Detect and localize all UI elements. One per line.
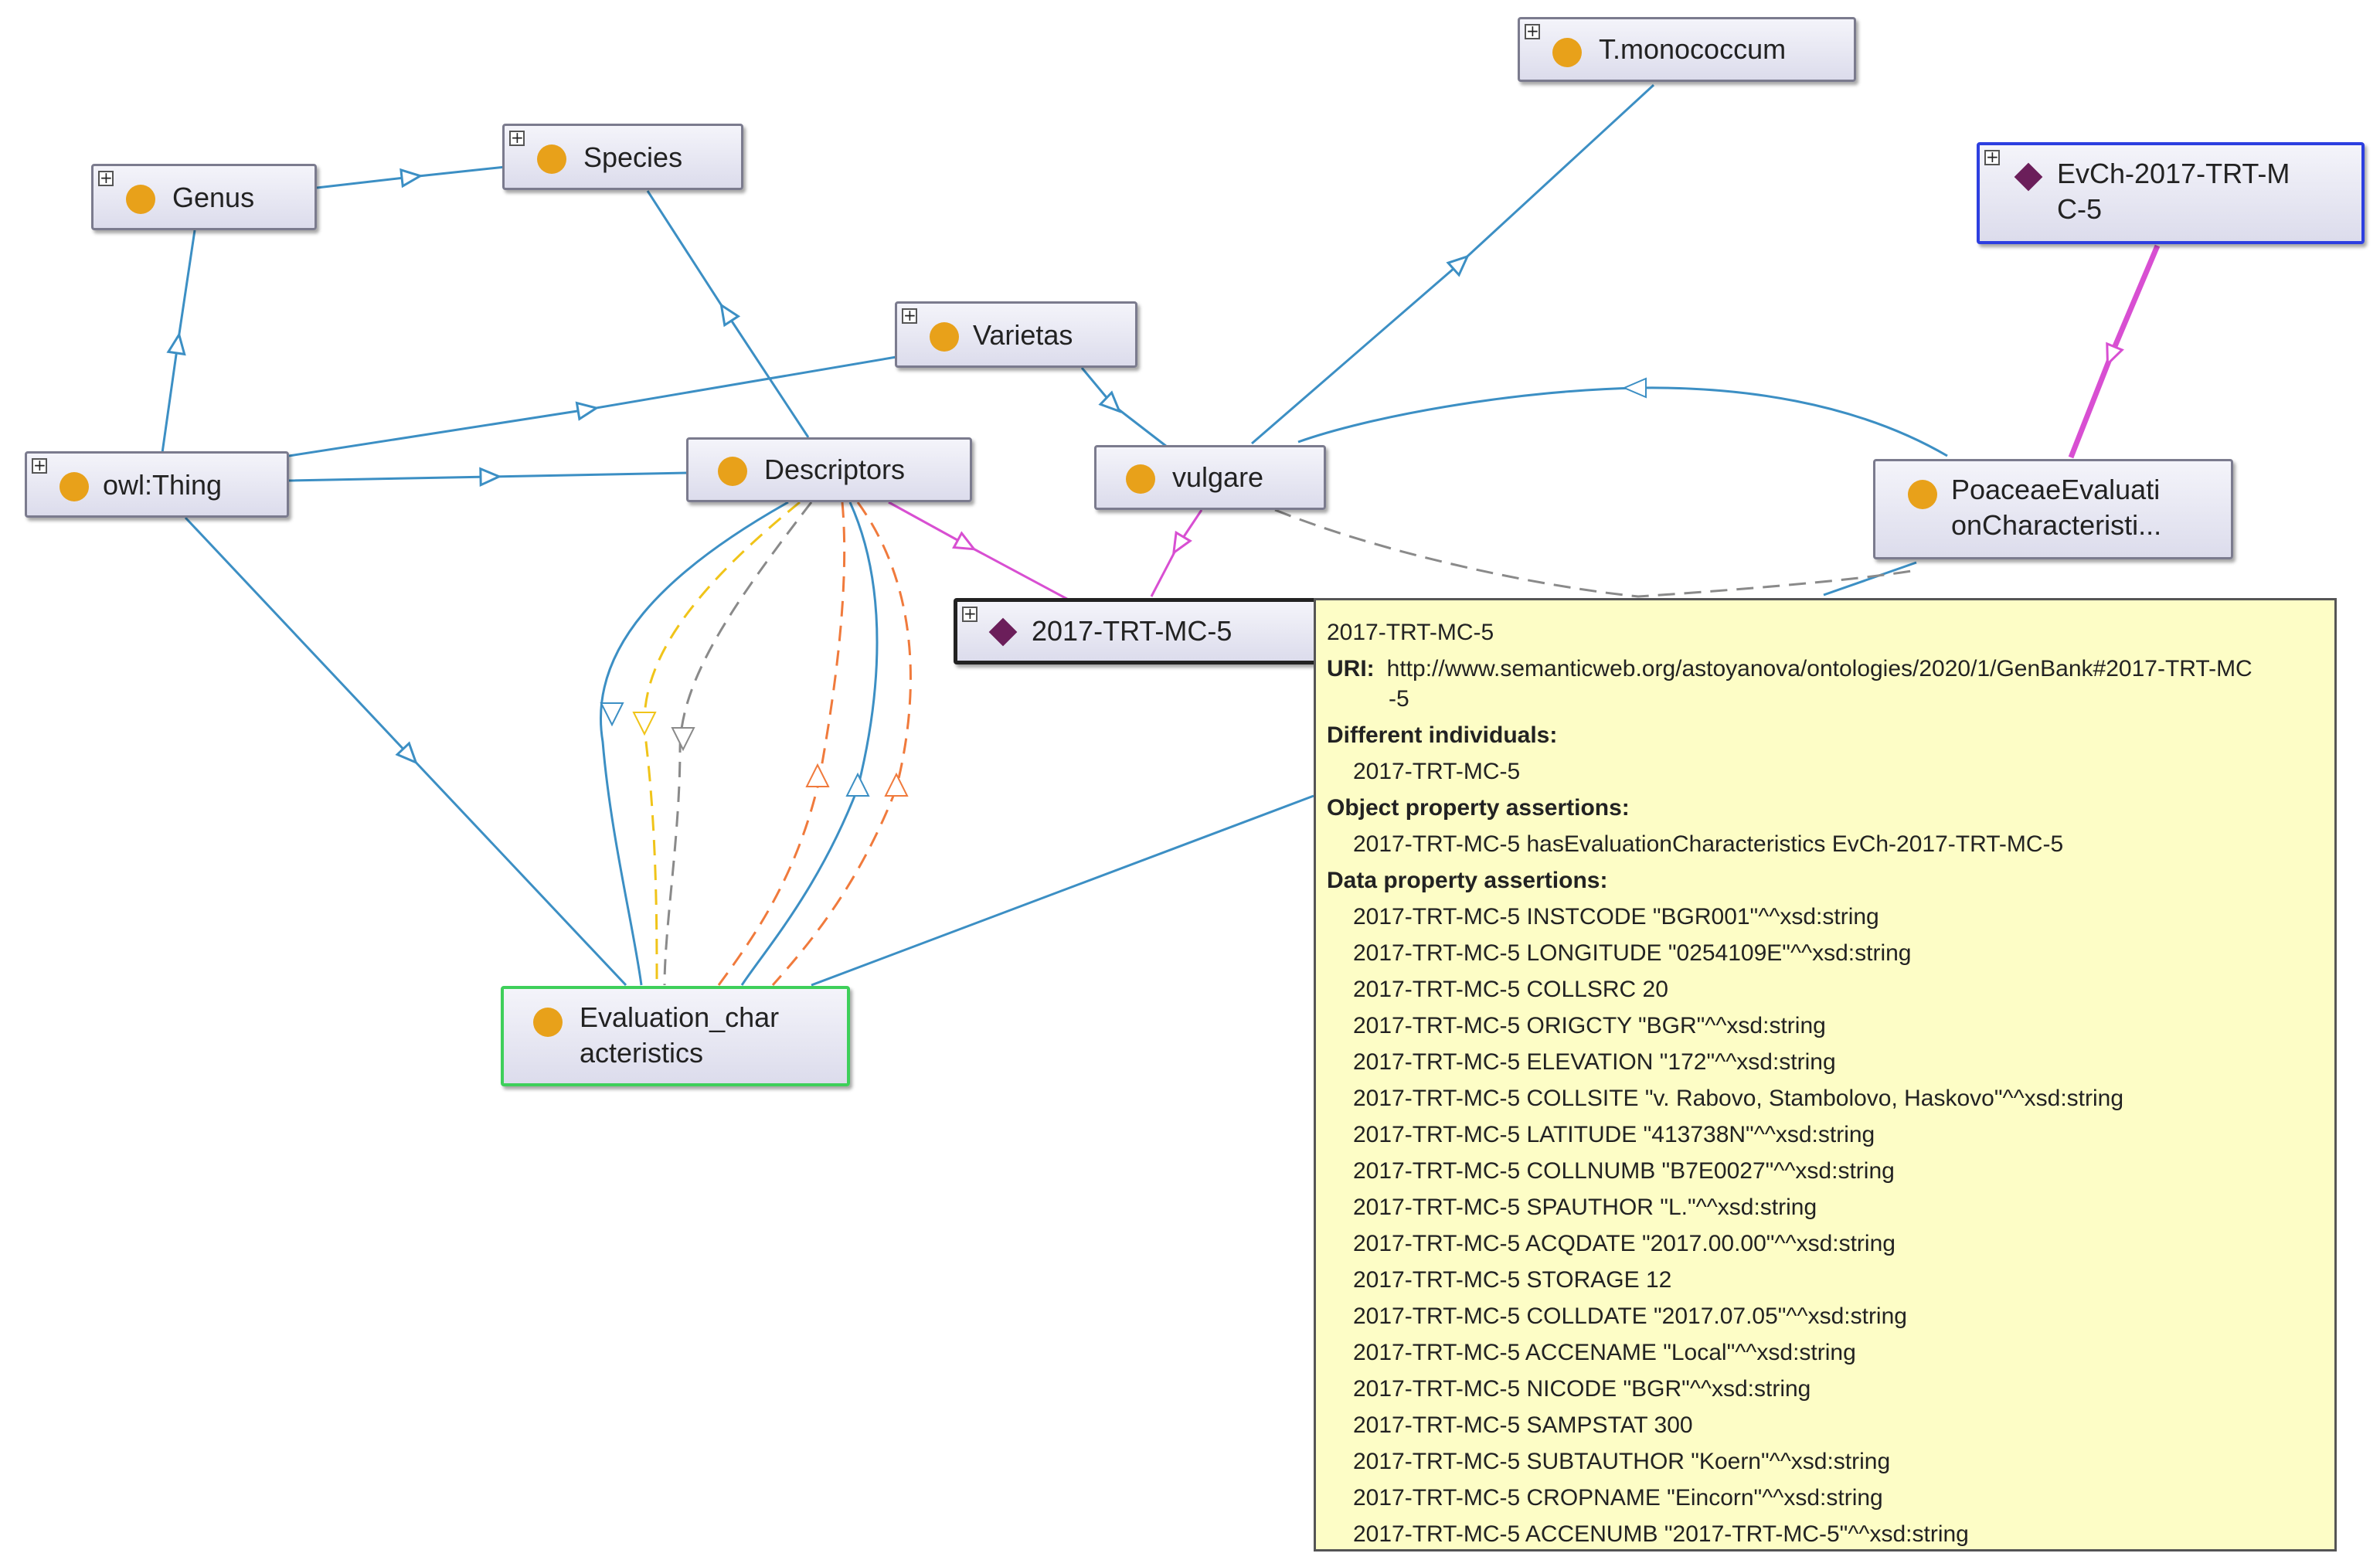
edge-desc-eval-gray: [663, 501, 813, 986]
expand-icon[interactable]: +: [98, 168, 114, 187]
individual-icon: [988, 617, 1018, 647]
edge-genus-species: [316, 165, 506, 189]
data-property-item: 2017-TRT-MC-5 STORAGE 12: [1353, 1267, 1672, 1293]
individual-node-2017-trt-mc-5[interactable]: + 2017-TRT-MC-5: [954, 598, 1324, 664]
data-property-item: 2017-TRT-MC-5 LONGITUDE "0254109E"^^xsd:…: [1353, 940, 1912, 966]
different-individual-item: 2017-TRT-MC-5: [1353, 759, 1521, 784]
edge-poaceae-vulgare: [1297, 386, 1948, 457]
node-label: Species: [583, 141, 683, 173]
class-icon: [1908, 480, 1937, 509]
class-node-genus[interactable]: + Genus: [91, 164, 317, 230]
data-property-item: 2017-TRT-MC-5 ACCENUMB "2017-TRT-MC-5"^^…: [1353, 1521, 1969, 1547]
expand-icon[interactable]: +: [1984, 148, 2000, 166]
data-property-item: 2017-TRT-MC-5 SUBTAUTHOR "Koern"^^xsd:st…: [1353, 1449, 1891, 1474]
class-node-owl-thing[interactable]: + owl:Thing: [25, 451, 289, 518]
data-property-item: 2017-TRT-MC-5 CROPNAME "Eincorn"^^xsd:st…: [1353, 1485, 1883, 1511]
data-property-item: 2017-TRT-MC-5 COLLDATE "2017.07.05"^^xsd…: [1353, 1303, 1907, 1329]
edge-vulgare-individual: [1150, 509, 1203, 597]
edge-evch-poaceae: [2068, 244, 2161, 459]
node-label: T.monococcum: [1599, 33, 1787, 65]
expand-icon[interactable]: +: [902, 306, 917, 325]
edge-desc-eval-yellow: [643, 501, 801, 986]
object-property-list: 2017-TRT-MC-5 hasEvaluationCharacteristi…: [1327, 826, 2324, 862]
data-property-list: 2017-TRT-MC-5 INSTCODE "BGR001"^^xsd:str…: [1327, 899, 2324, 1549]
data-property-heading: Data property assertions:: [1327, 868, 1608, 893]
edge-owlthing-descriptors: [288, 473, 688, 481]
edge-desc-eval-orange1: [717, 501, 846, 986]
edge-poaceae-down: [1823, 561, 1917, 596]
node-label: 2017-TRT-MC-5: [1032, 615, 1232, 647]
edge-owlthing-evaluation: [184, 516, 627, 987]
edge-desc-eval-blue1: [599, 501, 789, 986]
data-property-item: 2017-TRT-MC-5 NICODE "BGR"^^xsd:string: [1353, 1376, 1811, 1402]
object-property-item: 2017-TRT-MC-5 hasEvaluationCharacteristi…: [1353, 831, 2064, 857]
node-label: owl:Thing: [103, 469, 223, 501]
edge-varietas-vulgare: [1080, 367, 1168, 448]
data-property-item: 2017-TRT-MC-5 SPAUTHOR "L."^^xsd:string: [1353, 1195, 1817, 1220]
expand-icon[interactable]: +: [32, 456, 47, 474]
class-icon: [126, 185, 155, 214]
class-node-descriptors[interactable]: Descriptors: [686, 437, 972, 502]
class-icon: [60, 472, 89, 501]
data-property-item: 2017-TRT-MC-5 INSTCODE "BGR001"^^xsd:str…: [1353, 904, 1879, 930]
edge-vulgare-tmonococcum: [1251, 83, 1655, 445]
different-individuals-heading: Different individuals:: [1327, 722, 1558, 748]
individual-icon: [2014, 162, 2043, 192]
edge-owlthing-genus: [161, 229, 196, 454]
class-node-species[interactable]: + Species: [502, 124, 743, 190]
tooltip-uri: URI: http://www.semanticweb.org/astoyanov…: [1327, 651, 2324, 687]
class-icon: [537, 144, 566, 174]
data-property-item: 2017-TRT-MC-5 COLLSRC 20: [1353, 977, 1668, 1002]
edge-vulgare-dashed: [1274, 508, 1917, 598]
data-property-item: 2017-TRT-MC-5 COLLSITE "v. Rabovo, Stamb…: [1353, 1086, 2124, 1111]
class-node-t-monococcum[interactable]: + T.monococcum: [1518, 17, 1856, 82]
data-property-item: 2017-TRT-MC-5 ELEVATION "172"^^xsd:strin…: [1353, 1049, 1836, 1075]
individual-tooltip: 2017-TRT-MC-5 URI: http://www.semanticweb…: [1314, 598, 2337, 1552]
uri-value: http://www.semanticweb.org/astoyanova/on…: [1386, 656, 2252, 681]
expand-icon[interactable]: +: [1525, 22, 1540, 40]
edge-owlthing-varietas: [288, 355, 897, 457]
class-icon: [930, 322, 959, 352]
tooltip-uri-continuation: -5: [1389, 686, 1409, 712]
class-icon: [718, 457, 747, 486]
node-label: Genus: [172, 182, 255, 213]
node-label: Descriptors: [764, 454, 906, 485]
edge-descriptors-individual: [888, 501, 1075, 604]
object-property-heading: Object property assertions:: [1327, 795, 1630, 821]
class-node-varietas[interactable]: + Varietas: [895, 301, 1137, 368]
uri-label: URI:: [1327, 656, 1375, 681]
tooltip-title: 2017-TRT-MC-5: [1327, 620, 1494, 645]
edge-desc-eval-blue2: [740, 501, 879, 986]
expand-icon[interactable]: +: [509, 128, 525, 147]
class-icon: [533, 1008, 563, 1037]
data-property-item: 2017-TRT-MC-5 SAMPSTAT 300: [1353, 1412, 1693, 1438]
different-individuals-list: 2017-TRT-MC-5: [1327, 753, 2324, 790]
class-icon: [1552, 38, 1582, 67]
data-property-item: 2017-TRT-MC-5 LATITUDE "413738N"^^xsd:st…: [1353, 1122, 1875, 1147]
edge-descriptors-species: [646, 190, 810, 438]
data-property-item: 2017-TRT-MC-5 ACQDATE "2017.00.00"^^xsd:…: [1353, 1231, 1896, 1256]
data-property-item: 2017-TRT-MC-5 COLLNUMB "B7E0027"^^xsd:st…: [1353, 1158, 1895, 1184]
node-label: Varietas: [973, 319, 1073, 351]
data-property-item: 2017-TRT-MC-5 ORIGCTY "BGR"^^xsd:string: [1353, 1013, 1826, 1038]
node-label: vulgare: [1172, 461, 1264, 493]
class-node-vulgare[interactable]: vulgare: [1094, 445, 1326, 510]
data-property-item: 2017-TRT-MC-5 ACCENAME "Local"^^xsd:stri…: [1353, 1340, 1856, 1365]
expand-icon[interactable]: +: [962, 604, 978, 623]
class-icon: [1126, 464, 1155, 494]
edge-evaluation-right: [811, 794, 1314, 987]
